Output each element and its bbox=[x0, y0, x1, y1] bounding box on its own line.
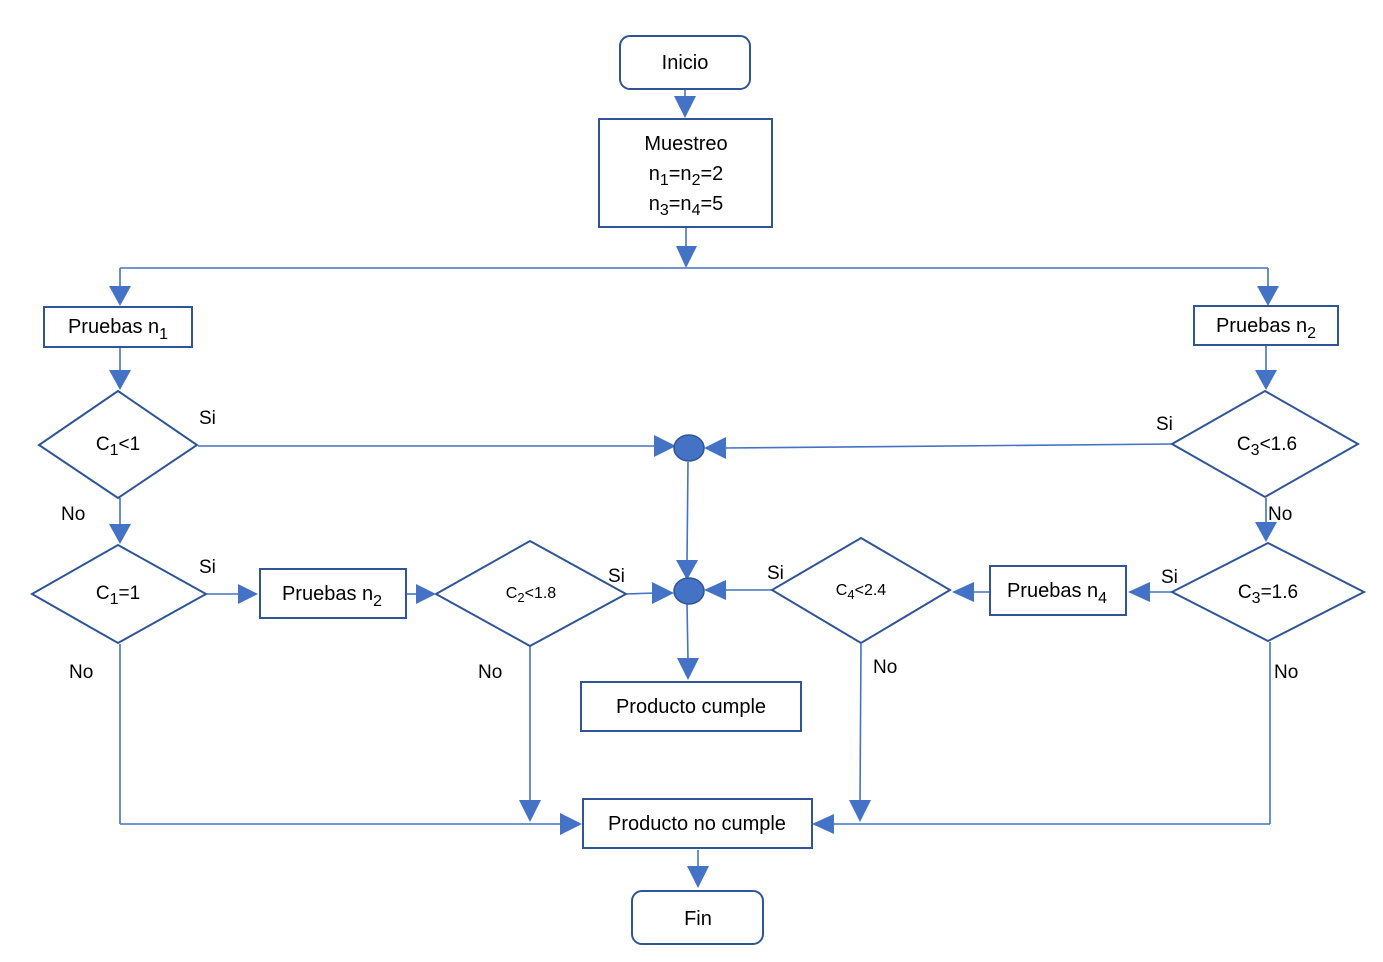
decision-c2-less-shape bbox=[433, 539, 629, 648]
arrowhead-to-c2less bbox=[416, 584, 436, 604]
line-c2less-yes bbox=[625, 592, 655, 595]
arrowhead-c4less-no bbox=[849, 800, 871, 822]
decision-c4-less-node[interactable]: C4<2.4 bbox=[770, 536, 952, 645]
label-no-c2less: No bbox=[478, 662, 502, 683]
label-yes-c2less: Si bbox=[608, 566, 625, 587]
sampling-title: Muestreo bbox=[644, 133, 727, 155]
test-n2-mid-label: Pruebas n2 bbox=[282, 583, 382, 610]
test-n2-right-shape bbox=[1193, 305, 1339, 346]
arrowhead-to-c4less bbox=[952, 582, 974, 602]
decision-c2-less-label: C2<1.8 bbox=[506, 585, 556, 605]
label-yes-c3equal: Si bbox=[1161, 567, 1178, 588]
test-n1-node[interactable]: Pruebas n1 bbox=[43, 306, 193, 348]
product-not-complies-node[interactable]: Producto no cumple bbox=[582, 798, 813, 849]
test-n2-mid-node[interactable]: Pruebas n2 bbox=[259, 568, 407, 619]
arrowhead-to-sampling bbox=[674, 96, 696, 118]
branch-labels: Si No Si No Si No Si No Si No Si No bbox=[61, 408, 1298, 683]
arrowhead-to-c3equal bbox=[1255, 522, 1277, 542]
decision-c3-equal-label: C3=1.6 bbox=[1238, 582, 1298, 607]
product-complies-node[interactable]: Producto cumple bbox=[580, 681, 802, 732]
decision-c1-less-node[interactable]: C1<1 bbox=[37, 389, 199, 500]
end-node[interactable]: Fin bbox=[631, 890, 764, 945]
arrowhead-to-c1equal bbox=[109, 524, 131, 544]
junction-dot-lower bbox=[673, 577, 705, 605]
label-yes-c1less: Si bbox=[199, 408, 216, 429]
product-complies-shape bbox=[580, 681, 802, 732]
start-node[interactable]: Inicio bbox=[619, 35, 751, 90]
arrowhead-sampling-down bbox=[676, 246, 697, 268]
decision-c1-less-shape bbox=[37, 389, 199, 500]
test-n4-node[interactable]: Pruebas n4 bbox=[989, 565, 1127, 616]
line-c3less-yes bbox=[723, 443, 1173, 449]
line-dot1-to-dot2 bbox=[686, 461, 689, 563]
arrowhead-to-test1 bbox=[109, 286, 131, 306]
label-no-c1equal: No bbox=[69, 662, 93, 683]
label-no-c3equal: No bbox=[1274, 662, 1298, 683]
arrowhead-to-test2-mid bbox=[238, 584, 258, 604]
label-no-c4less: No bbox=[873, 657, 897, 678]
label-no-c1less: No bbox=[61, 504, 85, 525]
test-n4-shape bbox=[989, 565, 1127, 616]
decision-c1-equal-label: C1=1 bbox=[96, 583, 140, 608]
arrowhead-to-test2 bbox=[1257, 286, 1279, 306]
arrowhead-dot1-to-dot2 bbox=[676, 560, 698, 580]
arrowhead-to-end bbox=[687, 866, 709, 888]
test-n1-label: Pruebas n1 bbox=[68, 316, 168, 343]
test-n2-right-node[interactable]: Pruebas n2 bbox=[1193, 305, 1339, 346]
decision-c3-less-shape bbox=[1169, 389, 1361, 499]
label-yes-c1equal: Si bbox=[199, 557, 216, 578]
decision-c4-less-shape bbox=[770, 536, 952, 645]
test-n1-shape bbox=[43, 306, 193, 348]
test-n4-label: Pruebas n4 bbox=[1007, 580, 1107, 607]
connector-lines bbox=[119, 90, 1271, 868]
arrowhead-c2less-to-dot2 bbox=[652, 582, 674, 604]
sampling-node[interactable]: Muestreo n1=n2=2 n3=n4=5 bbox=[598, 118, 773, 228]
decision-c3-less-label: C3<1.6 bbox=[1237, 434, 1297, 459]
test-n2-right-label: Pruebas n2 bbox=[1216, 315, 1316, 342]
arrowhead-c4less-to-dot2 bbox=[704, 580, 726, 600]
arrowhead-c2less-no bbox=[519, 800, 541, 822]
sampling-line-2: n3=n4=5 bbox=[649, 193, 724, 219]
decision-c1-less-label: C1<1 bbox=[96, 434, 140, 459]
line-c4less-no bbox=[859, 643, 862, 803]
arrowhead-right-to-notcomplies bbox=[812, 814, 834, 834]
end-shape bbox=[631, 890, 764, 945]
label-yes-c3less: Si bbox=[1156, 414, 1173, 435]
decision-c1-equal-shape bbox=[29, 543, 209, 645]
decision-c3-equal-node[interactable]: C3=1.6 bbox=[1169, 541, 1367, 643]
arrowhead-to-complies bbox=[677, 658, 699, 680]
junction-dot-upper bbox=[673, 434, 705, 462]
arrowhead-to-c1less bbox=[109, 370, 131, 390]
arrowhead-to-c3less bbox=[1255, 370, 1277, 390]
decision-c4-less-label: C4<2.4 bbox=[836, 582, 886, 602]
label-yes-c4less: Si bbox=[767, 563, 784, 584]
product-not-complies-label: Producto no cumple bbox=[608, 813, 786, 835]
product-complies-label: Producto cumple bbox=[616, 696, 766, 718]
arrowhead-c1less-to-dot1 bbox=[654, 435, 676, 457]
arrowhead-left-to-notcomplies bbox=[560, 813, 582, 835]
sampling-line-1: n1=n2=2 bbox=[649, 163, 724, 189]
label-no-c3less: No bbox=[1268, 504, 1292, 525]
decision-c2-less-node[interactable]: C2<1.8 bbox=[433, 539, 629, 648]
end-label: Fin bbox=[684, 908, 712, 930]
decision-c3-equal-shape bbox=[1169, 541, 1367, 643]
decision-c1-equal-node[interactable]: C1=1 bbox=[29, 543, 209, 645]
arrowhead-to-test4 bbox=[1128, 582, 1150, 602]
test-n2-mid-shape bbox=[259, 568, 407, 619]
arrowheads bbox=[109, 96, 1279, 888]
line-dot2-to-complies bbox=[686, 603, 689, 661]
start-label: Inicio bbox=[662, 52, 709, 74]
arrowhead-c3less-to-dot1 bbox=[704, 437, 726, 459]
start-shape bbox=[619, 35, 751, 90]
decision-c3-less-node[interactable]: C3<1.6 bbox=[1169, 389, 1361, 499]
sampling-shape bbox=[598, 118, 773, 228]
product-not-complies-shape bbox=[582, 798, 813, 849]
